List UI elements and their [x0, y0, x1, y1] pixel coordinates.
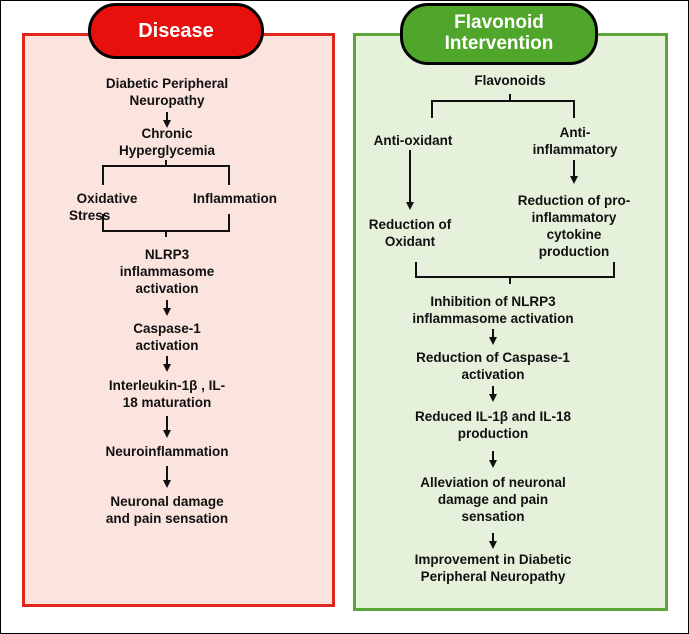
antiinflam-line-1: Anti-	[559, 125, 591, 140]
red-casp-line-1: Reduction of Caspase-1	[416, 350, 570, 365]
damage-line-1: Neuronal damage	[110, 494, 224, 509]
merge-bracket-right	[415, 262, 615, 284]
node-improvement: Improvement in Diabetic Peripheral Neuro…	[393, 551, 593, 585]
alleviation-line-3: sensation	[461, 509, 525, 524]
node-diabetic-peripheral-neuropathy: Diabetic Peripheral Neuropathy	[87, 75, 247, 109]
node-oxidative-stress: Oxidative Stress	[62, 190, 152, 224]
improvement-line-1: Improvement in Diabetic	[414, 552, 572, 567]
flavonoid-header-line2: Intervention	[444, 33, 554, 54]
node-inhibition-nlrp3: Inhibition of NLRP3 inflammasome activat…	[393, 293, 593, 327]
dpn-line-1: Diabetic Peripheral	[105, 76, 229, 91]
nlrp3-line-3: activation	[135, 281, 199, 296]
red-cyto-line-3: cytokine	[546, 227, 602, 242]
node-reduction-pro-inflammatory: Reduction of pro- inflammatory cytokine …	[504, 192, 644, 260]
antioxidant-label: Anti-oxidant	[373, 133, 453, 148]
chronic-line-1: Chronic	[141, 126, 193, 141]
red-cyto-line-2: inflammatory	[531, 210, 617, 225]
antiinflam-line-2: inflammatory	[532, 142, 618, 157]
node-alleviation: Alleviation of neuronal damage and pain …	[398, 474, 588, 525]
flavonoid-header: Flavonoid Intervention	[400, 3, 598, 65]
oxidative-line-1: Oxidative	[76, 191, 138, 206]
flavonoids-label: Flavonoids	[474, 73, 546, 88]
oxidative-line-2: Stress	[69, 208, 111, 223]
merge-bracket-left	[102, 214, 230, 237]
inhib-line-1: Inhibition of NLRP3	[430, 294, 556, 309]
red-oxidant-line-1: Reduction of	[368, 217, 452, 232]
il-line-2: 18 maturation	[122, 395, 212, 410]
split-bracket-right	[431, 94, 575, 118]
flavonoid-header-line1: Flavonoid	[454, 12, 544, 34]
node-caspase-activation: Caspase-1 activation	[107, 320, 227, 354]
damage-line-2: and pain sensation	[105, 511, 229, 526]
red-cyto-line-4: production	[538, 244, 610, 259]
red-cyto-line-1: Reduction of pro-	[517, 193, 631, 208]
inhib-line-2: inflammasome activation	[412, 311, 574, 326]
disease-panel	[22, 33, 335, 607]
neuroinflammation-label: Neuroinflammation	[105, 444, 229, 459]
node-anti-inflammatory: Anti- inflammatory	[520, 124, 630, 158]
node-neuroinflammation: Neuroinflammation	[87, 443, 247, 460]
node-reduced-il: Reduced IL-1β and IL-18 production	[398, 408, 588, 442]
reduced-il-line-1: Reduced IL-1β and IL-18	[414, 409, 571, 424]
il-line-1: Interleukin-1β , IL-	[108, 378, 226, 393]
nlrp3-line-1: NLRP3	[144, 247, 190, 262]
caspase-line-1: Caspase-1	[133, 321, 201, 336]
node-reduction-of-oxidant: Reduction of Oxidant	[360, 216, 460, 250]
node-nlrp3-activation: NLRP3 inflammasome activation	[107, 246, 227, 297]
node-chronic-hyperglycemia: Chronic Hyperglycemia	[97, 125, 237, 159]
reduced-il-line-2: production	[457, 426, 529, 441]
split-bracket-left	[102, 160, 230, 185]
alleviation-line-2: damage and pain	[437, 492, 549, 507]
dpn-line-2: Neuropathy	[129, 93, 205, 108]
node-interleukin-maturation: Interleukin-1β , IL- 18 maturation	[87, 377, 247, 411]
flavonoid-panel	[353, 33, 668, 611]
alleviation-line-1: Alleviation of neuronal	[420, 475, 566, 490]
node-anti-oxidant: Anti-oxidant	[363, 132, 463, 149]
disease-header-label: Disease	[138, 20, 214, 42]
nlrp3-line-2: inflammasome	[119, 264, 215, 279]
disease-header: Disease	[88, 3, 264, 59]
node-reduction-caspase: Reduction of Caspase-1 activation	[398, 349, 588, 383]
node-flavonoids: Flavonoids	[460, 72, 560, 89]
improvement-line-2: Peripheral Neuropathy	[420, 569, 566, 584]
node-inflammation: Inflammation	[180, 190, 290, 207]
red-casp-line-2: activation	[461, 367, 525, 382]
chronic-line-2: Hyperglycemia	[118, 143, 216, 158]
inflammation-label: Inflammation	[192, 191, 277, 206]
red-oxidant-line-2: Oxidant	[384, 234, 436, 249]
node-neuronal-damage: Neuronal damage and pain sensation	[82, 493, 252, 527]
caspase-line-2: activation	[135, 338, 199, 353]
